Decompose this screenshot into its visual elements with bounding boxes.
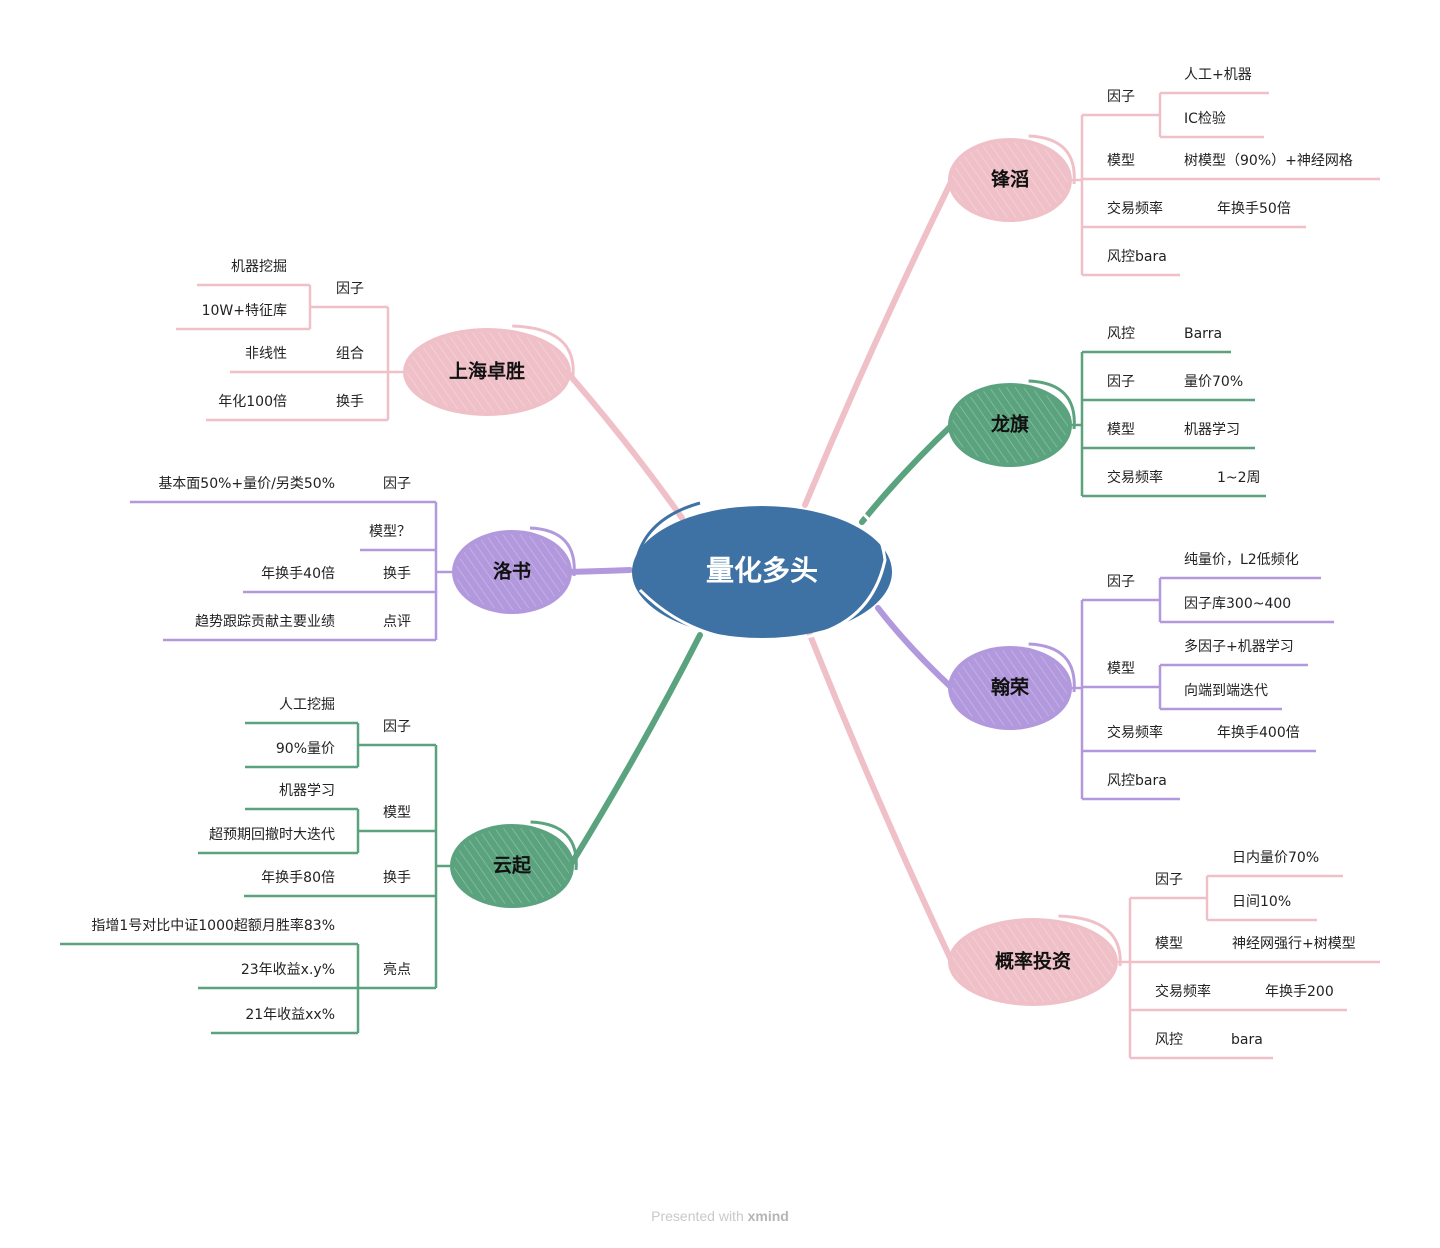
leaf-label: 向端到端迭代 (1184, 683, 1268, 699)
branch-label-6: 云起 (493, 855, 532, 877)
branch-node-texture-3 (952, 922, 1114, 1002)
leaf-label: 趋势跟踪贡献主要业绩 (195, 614, 335, 630)
branch-label-3: 概率投资 (995, 950, 1071, 973)
xmind-brand-logo: xmind (747, 1208, 789, 1224)
leaf-label: 机器学习 (1184, 422, 1240, 438)
branch-node-texture-4 (407, 332, 567, 412)
leaf-label: Barra (1184, 326, 1222, 342)
branch-connector-0 (802, 177, 955, 508)
leaf-label: 人工挖掘 (279, 697, 335, 713)
leaf-label: 年换手200 (1265, 983, 1334, 1000)
leaf-label: 树模型（90%）+神经网格 (1184, 153, 1353, 169)
branch-node-texture-5 (456, 534, 568, 610)
group-label: 因子 (1107, 89, 1135, 105)
branch-label-5: 洛书 (493, 560, 531, 583)
group-label: 亮点 (383, 961, 411, 978)
group-label: 因子 (383, 719, 411, 735)
leaf-label: bara (1231, 1032, 1263, 1048)
group-label: 风控 (1155, 1032, 1183, 1048)
branch-connector-6 (567, 632, 703, 869)
leaf-label: 日内量价70% (1232, 850, 1319, 866)
leaf-label: 1~2周 (1217, 470, 1261, 486)
group-label: 风控bara (1107, 249, 1167, 265)
branch-node-outline-6 (530, 820, 578, 871)
leaf-label: 基本面50%+量价/另类50% (158, 475, 335, 492)
branch-node-texture-0 (952, 142, 1068, 218)
branch-label-2: 翰荣 (991, 676, 1029, 699)
branch-node-outline-3 (1058, 914, 1122, 967)
leaf-label: 机器挖掘 (231, 259, 287, 275)
footer-credit: Presented with xmind (0, 1208, 1440, 1224)
leaf-label: 因子库300~400 (1184, 596, 1291, 612)
group-label: 模型 (1107, 661, 1135, 677)
group-label: 交易频率 (1107, 469, 1163, 486)
branch-label-4: 上海卓胜 (449, 360, 525, 383)
group-label: 风控 (1107, 326, 1135, 342)
group-label: 模型 (383, 805, 411, 821)
branch-node-texture-6 (454, 828, 570, 904)
leaf-label: 年换手400倍 (1217, 724, 1300, 741)
branch-node-outline-5 (529, 526, 576, 577)
leaf-label: 年化100倍 (218, 394, 287, 410)
group-label: 因子 (1107, 374, 1135, 390)
leaf-label: 人工+机器 (1184, 67, 1252, 83)
branch-connector-2 (875, 605, 955, 691)
leaf-label: 23年收益x.y% (241, 962, 335, 978)
branch-connector-4 (564, 369, 685, 521)
leaf-label: 机器学习 (279, 783, 335, 799)
leaf-label: 超预期回撤时大迭代 (209, 827, 335, 843)
branch-node-outline-4 (512, 324, 575, 377)
group-label: 点评 (383, 614, 411, 630)
group-label: 模型 (1155, 936, 1183, 952)
group-label: 模型 (1107, 422, 1135, 438)
group-label: 模型 (1107, 153, 1135, 169)
leaf-label: 日间10% (1232, 894, 1291, 910)
branch-node-texture-1 (952, 387, 1068, 463)
branch-connector-1 (859, 422, 955, 525)
branch-node-outline-1 (1028, 379, 1076, 430)
group-label: 因子 (1155, 872, 1183, 888)
footer-prefix: Presented with (651, 1208, 744, 1224)
group-label: 因子 (1107, 574, 1135, 590)
branch-node-outline-2 (1028, 642, 1076, 693)
group-label: 风控bara (1107, 773, 1167, 789)
leaf-label: 指增1号对比中证1000超额月胜率83% (91, 917, 335, 934)
central-topic-label: 量化多头 (706, 554, 818, 587)
leaf-label: 年换手50倍 (1217, 200, 1291, 217)
group-label: 交易频率 (1107, 200, 1163, 217)
branch-connector-5 (565, 567, 633, 575)
group-label: 换手 (383, 869, 411, 886)
group-label: 组合 (336, 346, 364, 362)
branch-connectors (60, 91, 1380, 1060)
group-label: 因子 (383, 476, 411, 492)
branch-node-outline-0 (1028, 134, 1076, 185)
group-label: 换手 (383, 565, 411, 582)
central-topic-highlight (638, 503, 887, 643)
branch-connector-3 (805, 627, 955, 965)
branch-node-texture-2 (952, 650, 1068, 726)
central-topic-shape (632, 506, 892, 638)
central-topic-outline (633, 501, 701, 571)
leaf-label: 90%量价 (276, 741, 335, 757)
leaf-label: 21年收益xx% (245, 1007, 335, 1023)
leaf-label: IC检验 (1184, 111, 1226, 127)
leaf-label: 非线性 (245, 346, 287, 362)
leaf-label: 纯量价，L2低频化 (1184, 552, 1299, 568)
group-label: 交易频率 (1107, 724, 1163, 741)
leaf-label: 年换手80倍 (261, 869, 335, 886)
branch-label-1: 龙旗 (991, 413, 1029, 436)
branch-label-0: 锋滔 (991, 168, 1029, 191)
leaf-label: 神经网强行+树模型 (1232, 936, 1356, 952)
group-label: 换手 (336, 393, 364, 410)
leaf-label: 量价70% (1184, 374, 1243, 390)
leaf-label: 多因子+机器学习 (1184, 638, 1294, 655)
leaf-label: 年换手40倍 (261, 565, 335, 582)
group-label: 交易频率 (1155, 983, 1211, 1000)
leaf-label: 10W+特征库 (202, 303, 287, 319)
group-label: 模型？ (369, 524, 411, 540)
group-label: 因子 (336, 281, 364, 297)
mind-map-nodes: 量化多头锋滔因子人工+机器IC检验模型树模型（90%）+神经网格交易频率年换手5… (91, 67, 1355, 1048)
